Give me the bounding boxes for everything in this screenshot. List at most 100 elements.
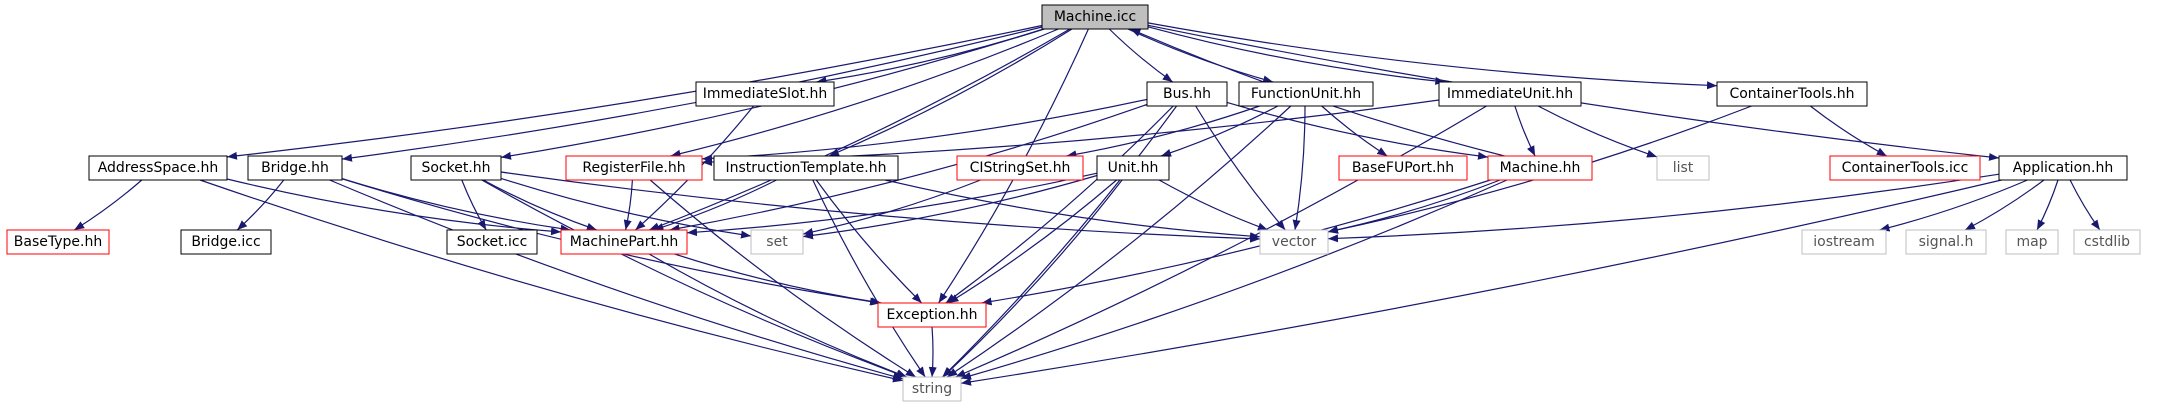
node-socket-icc[interactable]: Socket.icc (446, 229, 538, 255)
edge-socket_hh-to-machinepart_hh (482, 179, 597, 231)
edge-socket_hh-to-socket_icc (461, 179, 487, 231)
edge-bus_hh-to-string (941, 105, 1178, 378)
node-bridge-hh[interactable]: Bridge.hh (247, 155, 343, 181)
node-label: RegisterFile.hh (582, 160, 685, 176)
edge-machine_icc-to-instructiontemplate_hh (828, 28, 1073, 157)
node-containertools-hh[interactable]: ContainerTools.hh (1716, 81, 1868, 107)
edge-functionunit_hh-to-vector (1292, 105, 1306, 231)
node-list: list (1656, 155, 1710, 181)
edge-registerfile_hh-to-machinepart_hh (623, 179, 633, 231)
edge-bus_hh-to-machinepart_hh (669, 103, 1148, 233)
edge-machine_icc-to-immediateslot_hh (816, 28, 1044, 85)
edge-machine_hh-to-vector (1327, 179, 1501, 234)
node-label: ContainerTools.hh (1729, 86, 1854, 102)
node-box (1487, 155, 1593, 181)
node-label: MachinePart.hh (570, 234, 678, 250)
node-box (902, 376, 962, 402)
node-box (1041, 4, 1149, 30)
edge-application_hh-to-map (2036, 179, 2059, 231)
node-box (446, 229, 538, 255)
node-label: Bridge.icc (191, 234, 260, 250)
edge-bridge_hh-to-string (329, 179, 904, 381)
node-label: Exception.hh (886, 307, 977, 323)
edge-machine_icc-to-addressspace_hh (226, 24, 1043, 160)
edge-unit_hh-to-set (802, 174, 1098, 240)
node-bridge-icc[interactable]: Bridge.icc (180, 229, 272, 255)
node-label: Machine.hh (1500, 160, 1581, 176)
node-label: ContainerTools.icc (1842, 160, 1969, 176)
edge-immediateunit_hh-to-registerfile_hh (701, 99, 1440, 166)
edge-bridge_hh-to-bridge_icc (236, 179, 285, 231)
node-label: set (766, 234, 788, 250)
node-basefuport-hh[interactable]: BaseFUPort.hh (1338, 155, 1468, 181)
node-instructiontemplate-hh[interactable]: InstructionTemplate.hh (713, 155, 899, 181)
node-label: cstdlib (2084, 234, 2130, 250)
node-label: Machine.icc (1054, 9, 1136, 25)
node-label: BaseType.hh (14, 234, 102, 250)
node-addressspace-hh[interactable]: AddressSpace.hh (88, 155, 228, 181)
node-label: Unit.hh (1108, 160, 1159, 176)
node-label: Socket.icc (457, 234, 528, 250)
edge-application_hh-to-string (960, 179, 2002, 386)
node-unit-hh[interactable]: Unit.hh (1096, 155, 1170, 181)
edge-unit_hh-to-vector (1158, 179, 1269, 231)
edge-bus_hh-to-exception_hh (945, 105, 1174, 304)
node-label: InstructionTemplate.hh (725, 160, 886, 176)
node-registerfile-hh[interactable]: RegisterFile.hh (565, 155, 703, 181)
node-machinepart-hh[interactable]: MachinePart.hh (560, 229, 688, 255)
node-cistringset-hh[interactable]: CIStringSet.hh (956, 155, 1084, 181)
edge-unit_hh-to-string (942, 179, 1123, 378)
node-box (1829, 155, 1981, 181)
edge-functionunit_hh-to-cistringset_hh (1066, 105, 1260, 159)
node-machine-icc[interactable]: Machine.icc (1041, 4, 1149, 30)
node-basetype-hh[interactable]: BaseType.hh (6, 229, 110, 255)
node-label: ImmediateSlot.hh (703, 86, 828, 102)
node-machine-hh[interactable]: Machine.hh (1487, 155, 1593, 181)
edge-registerfile_hh-to-string (649, 179, 917, 378)
node-box (1716, 81, 1868, 107)
node-containertools-icc[interactable]: ContainerTools.icc (1829, 155, 1981, 181)
node-box (560, 229, 688, 255)
edge-machine_icc-to-containertools_hh (1147, 22, 1718, 90)
edge-bridge_hh-to-machinepart_hh (341, 178, 571, 233)
node-box (6, 229, 110, 255)
edge-application_hh-to-iostream (1879, 179, 2028, 232)
node-cstdlib: cstdlib (2073, 229, 2141, 255)
node-map: map (2005, 229, 2059, 255)
node-label: string (912, 381, 952, 397)
node-bus-hh[interactable]: Bus.hh (1146, 81, 1228, 107)
node-box (1905, 229, 1987, 255)
edge-functionunit_hh-to-string (946, 105, 1292, 378)
edge-machine_icc-to-functionunit_hh (1127, 28, 1274, 84)
edges-layer (73, 22, 2101, 386)
node-box (88, 155, 228, 181)
node-iostream: iostream (1801, 229, 1887, 255)
node-box (877, 302, 987, 328)
node-label: ImmediateUnit.hh (1447, 86, 1573, 102)
node-exception-hh[interactable]: Exception.hh (877, 302, 987, 328)
edge-socket_hh-to-vector (500, 171, 1261, 243)
node-immediateslot-hh[interactable]: ImmediateSlot.hh (695, 81, 835, 107)
edge-exception_hh-to-string (928, 326, 937, 378)
node-label: iostream (1813, 234, 1875, 250)
node-socket-hh[interactable]: Socket.hh (410, 155, 502, 181)
node-immediateunit-hh[interactable]: ImmediateUnit.hh (1438, 81, 1582, 107)
edge-functionunit_hh-to-unit_hh (1160, 105, 1279, 157)
edge-addressspace_hh-to-basetype_hh (73, 179, 143, 231)
node-label: BaseFUPort.hh (1352, 160, 1454, 176)
node-label: FunctionUnit.hh (1251, 86, 1361, 102)
edge-application_hh-to-cstdlib (2069, 179, 2101, 231)
node-functionunit-hh[interactable]: FunctionUnit.hh (1238, 81, 1374, 107)
node-box (1998, 155, 2128, 181)
node-box (750, 229, 804, 255)
node-box (247, 155, 343, 181)
edge-machine_icc-to-bridge_hh (341, 26, 1043, 162)
node-application-hh[interactable]: Application.hh (1998, 155, 2128, 181)
edge-functionunit_hh-to-basefuport_hh (1321, 105, 1388, 157)
edge-immediateunit_hh-to-machine_hh (1514, 105, 1536, 157)
node-label: AddressSpace.hh (98, 160, 219, 176)
edge-immediateunit_hh-to-list (1537, 105, 1658, 158)
edge-machine_hh-to-exception_hh (981, 179, 1491, 306)
